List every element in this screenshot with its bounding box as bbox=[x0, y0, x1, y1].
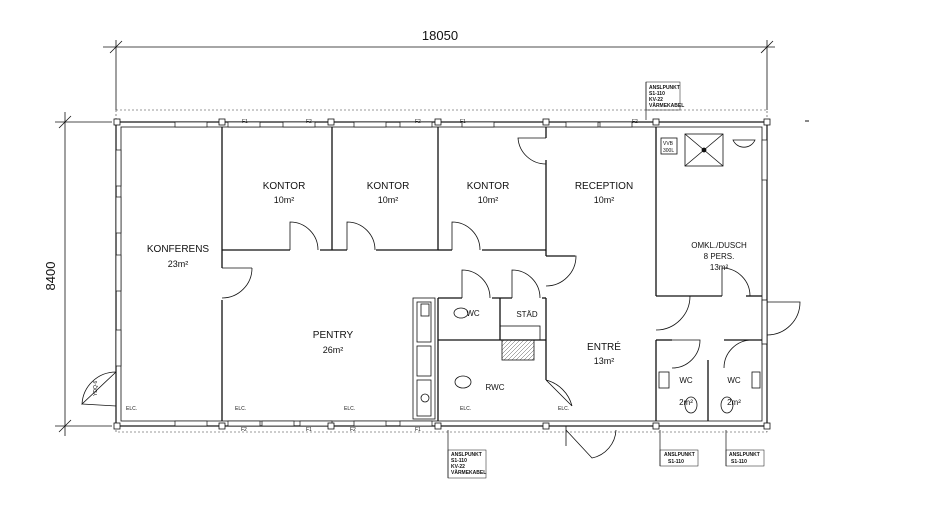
svg-text:WC: WC bbox=[727, 376, 741, 385]
svg-text:F2: F2 bbox=[306, 119, 312, 125]
svg-text:KV-22: KV-22 bbox=[451, 464, 465, 470]
svg-text:23m²: 23m² bbox=[168, 259, 189, 269]
vvb-size: 300L bbox=[663, 148, 674, 154]
room-konferens: KONFERENS 23m² bbox=[147, 244, 210, 269]
svg-text:WC: WC bbox=[679, 376, 693, 385]
svg-text:S1-110: S1-110 bbox=[731, 459, 747, 465]
anslpunkt-bottom-mid: ANSLPUNKT S1-110 bbox=[659, 430, 699, 467]
svg-text:F1: F1 bbox=[242, 119, 248, 125]
svg-text:KV-22: KV-22 bbox=[649, 97, 663, 103]
svg-text:KONTOR: KONTOR bbox=[467, 181, 510, 192]
room-wc: WC bbox=[466, 309, 480, 318]
svg-text:ELC.: ELC. bbox=[235, 406, 246, 412]
room-wc-3: WC 2m² bbox=[727, 376, 741, 407]
svg-text:10m²: 10m² bbox=[478, 195, 499, 205]
window-right bbox=[761, 139, 768, 181]
anslpunkt-bottom-right: ANSLPUNKT S1-110 bbox=[725, 430, 765, 467]
svg-text:ANSLPUNKT: ANSLPUNKT bbox=[649, 85, 680, 91]
svg-text:10m²: 10m² bbox=[274, 195, 295, 205]
svg-text:26m²: 26m² bbox=[323, 345, 344, 355]
svg-text:13m²: 13m² bbox=[594, 356, 615, 366]
room-reception: RECEPTION 10m² bbox=[575, 181, 633, 205]
svg-text:KONFERENS: KONFERENS bbox=[147, 244, 210, 255]
svg-text:RECEPTION: RECEPTION bbox=[575, 181, 633, 192]
svg-text:ELC.: ELC. bbox=[460, 406, 471, 412]
svg-text:F2: F2 bbox=[241, 427, 247, 433]
room-entre: ENTRÉ 13m² bbox=[587, 340, 621, 366]
width-dimension-label: 18050 bbox=[422, 28, 458, 43]
room-stad: STÄD bbox=[516, 310, 538, 319]
svg-text:ANSLPUNKT: ANSLPUNKT bbox=[664, 452, 695, 458]
doors bbox=[81, 137, 801, 459]
windows-bottom bbox=[174, 420, 433, 427]
svg-text:ENTRÉ: ENTRÉ bbox=[587, 340, 621, 353]
wc-fixtures bbox=[453, 307, 761, 414]
svg-text:VÄRMEKABEL: VÄRMEKABEL bbox=[451, 469, 486, 476]
elc-labels: ELC. ELC. ELC. ELC. ELC. bbox=[126, 406, 569, 412]
svg-text:ELC.: ELC. bbox=[558, 406, 569, 412]
room-rwc: RWC bbox=[486, 383, 505, 392]
svg-text:10m²: 10m² bbox=[594, 195, 615, 205]
svg-text:ELC.: ELC. bbox=[344, 406, 355, 412]
svg-text:S1-110: S1-110 bbox=[451, 458, 467, 464]
svg-text:ANSLPUNKT: ANSLPUNKT bbox=[729, 452, 760, 458]
room-omkl-dusch: OMKL./DUSCH 8 PERS. 13m² bbox=[691, 241, 747, 272]
svg-text:F1: F1 bbox=[460, 119, 466, 125]
svg-text:VÄRMEKABEL: VÄRMEKABEL bbox=[649, 102, 684, 109]
room-wc-2: WC 2m² bbox=[679, 376, 693, 407]
windows-left bbox=[115, 149, 122, 367]
windows-top bbox=[174, 121, 633, 128]
svg-text:F1: F1 bbox=[415, 427, 421, 433]
svg-text:F2: F2 bbox=[350, 427, 356, 433]
room-kontor-1: KONTOR 10m² bbox=[263, 181, 306, 205]
svg-text:PENTRY: PENTRY bbox=[313, 330, 354, 341]
wall-posts bbox=[113, 118, 771, 430]
svg-text:S1-110: S1-110 bbox=[668, 459, 684, 465]
svg-text:2m²: 2m² bbox=[727, 398, 741, 407]
dimension-height bbox=[55, 112, 112, 436]
shower bbox=[684, 133, 756, 167]
svg-text:S1-110: S1-110 bbox=[649, 91, 665, 97]
svg-text:8 PERS.: 8 PERS. bbox=[704, 252, 735, 261]
anslpunkt-bottom-left: ANSLPUNKT S1-110 KV-22 VÄRMEKABEL bbox=[447, 430, 486, 479]
pentry-kitchen bbox=[412, 297, 436, 420]
svg-text:KONTOR: KONTOR bbox=[367, 181, 410, 192]
svg-text:F2: F2 bbox=[415, 119, 421, 125]
svg-text:F1: F1 bbox=[306, 427, 312, 433]
svg-text:F2: F2 bbox=[632, 119, 638, 125]
svg-text:ELC.: ELC. bbox=[126, 406, 137, 412]
svg-text:ANSLPUNKT: ANSLPUNKT bbox=[451, 452, 482, 458]
svg-text:13m²: 13m² bbox=[710, 263, 729, 272]
vent-label: YDQ·6 bbox=[93, 381, 99, 397]
svg-text:10m²: 10m² bbox=[378, 195, 399, 205]
room-kontor-2: KONTOR 10m² bbox=[367, 181, 410, 205]
svg-text:KONTOR: KONTOR bbox=[263, 181, 306, 192]
svg-text:2m²: 2m² bbox=[679, 398, 693, 407]
window-marks: F1 F2 F2 F1 F2 F2 F1 F2 F1 bbox=[241, 119, 638, 433]
height-dimension-label: 8400 bbox=[43, 262, 58, 291]
svg-text:OMKL./DUSCH: OMKL./DUSCH bbox=[691, 241, 747, 250]
room-pentry: PENTRY 26m² bbox=[313, 330, 354, 355]
dimension-width bbox=[103, 40, 775, 110]
room-kontor-3: KONTOR 10m² bbox=[467, 181, 510, 205]
vvb-heater bbox=[660, 137, 678, 155]
anslpunkt-top: ANSLPUNKT S1-110 KV-22 VÄRMEKABEL bbox=[645, 81, 684, 120]
vvb-label: VVB bbox=[663, 141, 674, 147]
